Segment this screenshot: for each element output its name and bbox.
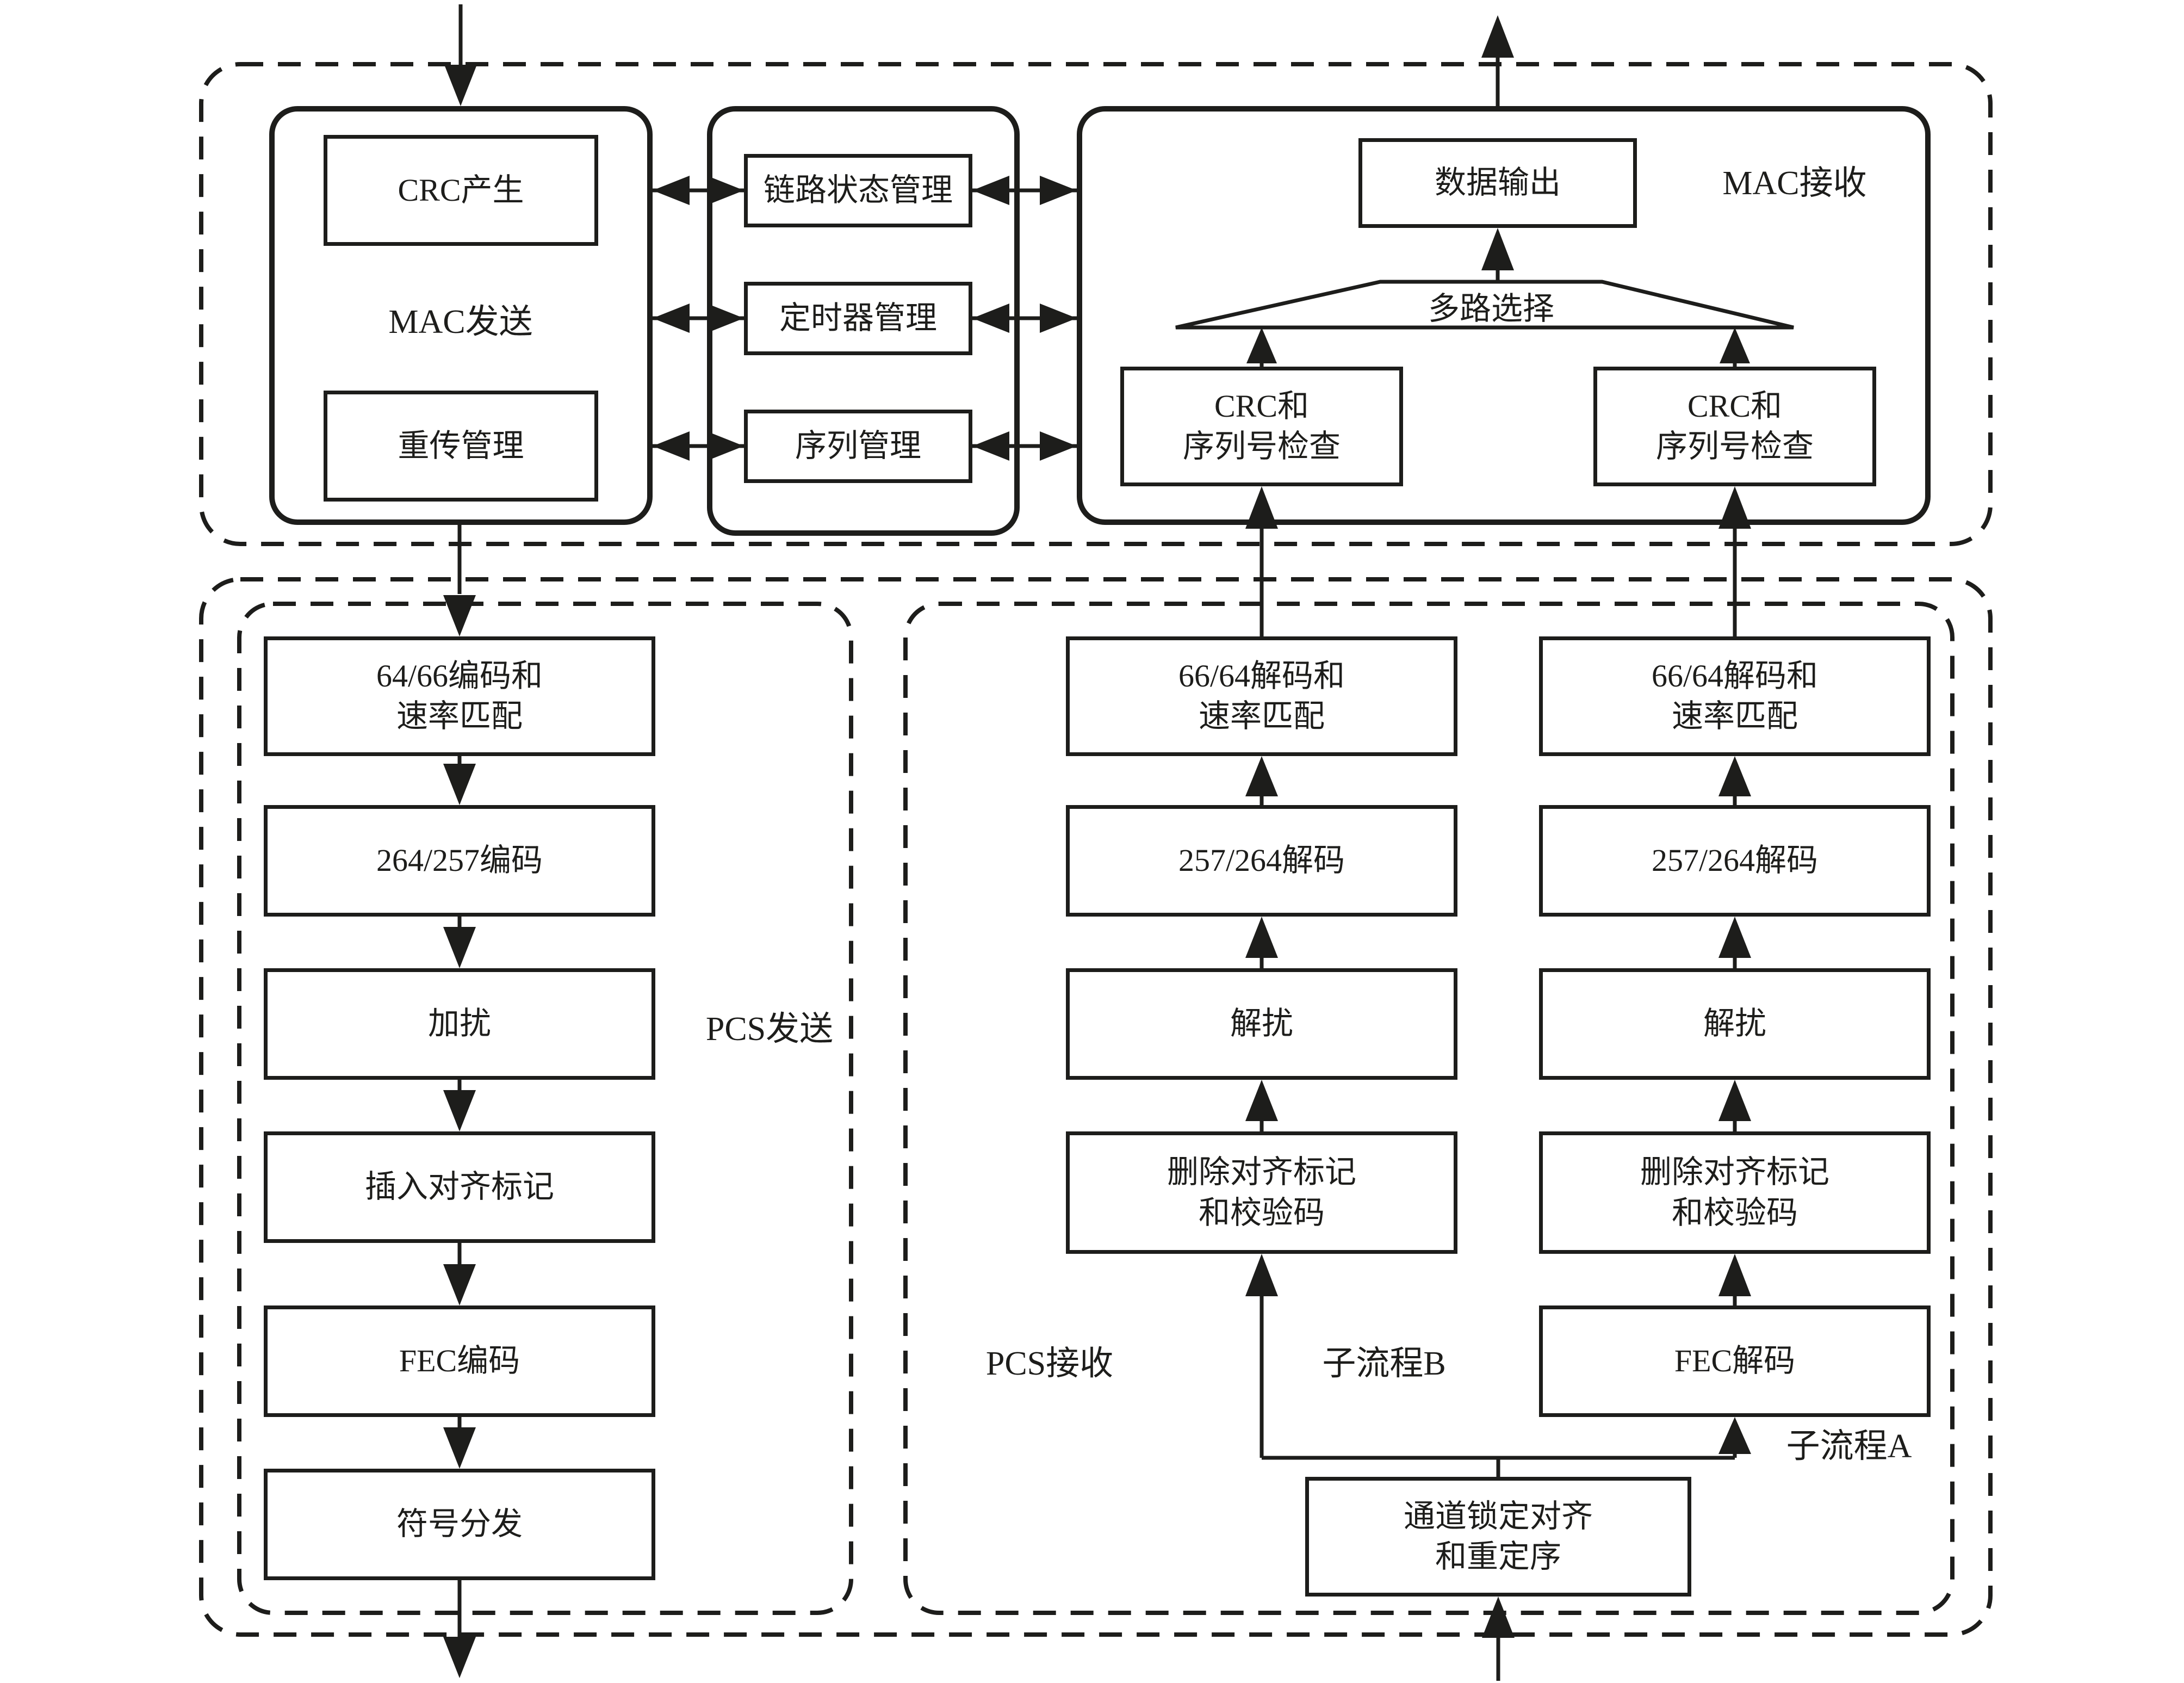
double-arrow-mactx-timer — [653, 304, 744, 333]
box-rx-a-descramble: 解扰 — [1539, 968, 1931, 1080]
box-rx-a-fec-decode: FEC解码 — [1539, 1305, 1931, 1417]
box-rx-a-remove-align-marker: 删除对齐标记 和校验码 — [1539, 1131, 1931, 1254]
mux-trapezoid — [1175, 280, 1794, 330]
box-tx-insert-align-marker: 插入对齐标记 — [264, 1131, 655, 1243]
arrow-pcs-rx-input — [1482, 1597, 1515, 1681]
arrow-mac-rx-output — [1481, 15, 1514, 106]
box-crc-generate: CRC产生 — [324, 135, 598, 246]
mac-rx-title: MAC接收 — [1722, 165, 1867, 202]
double-arrow-mactx-linkstate — [653, 176, 744, 205]
arrow-rx-a-step2-step1 — [1718, 756, 1751, 805]
box-rx-b-remove-align-marker: 删除对齐标记 和校验码 — [1066, 1131, 1457, 1254]
arrow-rx-a-step3-step2 — [1718, 917, 1751, 968]
arrow-rx-b-step2-step1 — [1245, 756, 1278, 805]
box-timer-manage: 定时器管理 — [744, 282, 972, 355]
box-crc-seq-check-right: CRC和 序列号检查 — [1593, 367, 1876, 486]
double-arrow-sequence-macrx — [972, 431, 1077, 461]
arrow-tx-step5-step6 — [443, 1417, 476, 1469]
arrow-pcs-rx-b-to-crc-check — [1245, 486, 1278, 636]
subflow-b-label: 子流程B — [1322, 1345, 1446, 1382]
mux-label: 多路选择 — [1428, 291, 1555, 326]
arrow-rx-b-step3-step2 — [1245, 917, 1278, 968]
arrow-crc-check-a-to-mux — [1720, 327, 1750, 367]
pcs-layer-dashed-boundary — [199, 577, 1993, 1637]
mac-tx-title: MAC发送 — [388, 304, 533, 341]
pcs-rx-title: PCS接收 — [985, 1345, 1114, 1382]
box-rx-b-257-264-decode: 257/264解码 — [1066, 805, 1457, 917]
mac-layer-dashed-boundary — [199, 62, 1993, 546]
box-tx-fec-encode: FEC编码 — [264, 1305, 655, 1417]
arrow-pcs-rx-a-to-crc-check — [1718, 486, 1751, 636]
arrow-mac-tx-input — [444, 4, 477, 106]
box-retransmit-manage: 重传管理 — [324, 391, 598, 502]
pcs-tx-title: PCS发送 — [705, 1011, 834, 1048]
box-tx-264-257-encode: 264/257编码 — [264, 805, 655, 917]
arrow-fec-decode-to-rx-a — [1718, 1254, 1751, 1305]
double-arrow-mactx-sequence — [653, 431, 744, 461]
arrow-mux-to-data-output — [1481, 228, 1514, 282]
double-arrow-linkstate-macrx — [972, 176, 1077, 205]
mac-tx-container — [269, 106, 653, 525]
arrow-mac-tx-to-pcs-tx — [443, 525, 476, 636]
box-crc-seq-check-left: CRC和 序列号检查 — [1120, 367, 1403, 486]
box-link-state-manage: 链路状态管理 — [744, 154, 972, 227]
management-container — [707, 106, 1020, 536]
arrow-tx-step4-step5 — [443, 1243, 476, 1305]
box-tx-symbol-distribute: 符号分发 — [264, 1469, 655, 1580]
subflow-a-label: 子流程A — [1786, 1428, 1912, 1465]
arrow-tx-step2-step3 — [443, 917, 476, 968]
box-tx-64-66-encode: 64/66编码和 速率匹配 — [264, 636, 655, 756]
box-lane-align-reorder: 通道锁定对齐 和重定序 — [1305, 1477, 1691, 1597]
arrow-junction-to-rx-b — [1245, 1254, 1278, 1458]
pcs-rx-dashed-boundary — [903, 602, 1955, 1615]
box-rx-a-257-264-decode: 257/264解码 — [1539, 805, 1931, 917]
box-rx-b-66-64-decode: 66/64解码和 速率匹配 — [1066, 636, 1457, 756]
box-rx-a-66-64-decode: 66/64解码和 速率匹配 — [1539, 636, 1931, 756]
arrow-pcs-tx-output — [443, 1580, 476, 1678]
arrow-tx-step1-step2 — [443, 756, 476, 805]
arrow-junction-to-fec-decode — [1718, 1417, 1751, 1458]
arrow-rx-a-step4-step3 — [1718, 1080, 1751, 1131]
pcs-tx-dashed-boundary — [237, 602, 853, 1615]
box-data-output: 数据输出 — [1358, 138, 1637, 228]
arrow-rx-b-step4-step3 — [1245, 1080, 1278, 1131]
box-tx-scramble: 加扰 — [264, 968, 655, 1080]
mac-rx-container — [1077, 106, 1931, 525]
box-rx-b-descramble: 解扰 — [1066, 968, 1457, 1080]
double-arrow-timer-macrx — [972, 304, 1077, 333]
arrow-crc-check-b-to-mux — [1246, 327, 1277, 367]
box-sequence-manage: 序列管理 — [744, 410, 972, 483]
arrow-tx-step3-step4 — [443, 1080, 476, 1131]
